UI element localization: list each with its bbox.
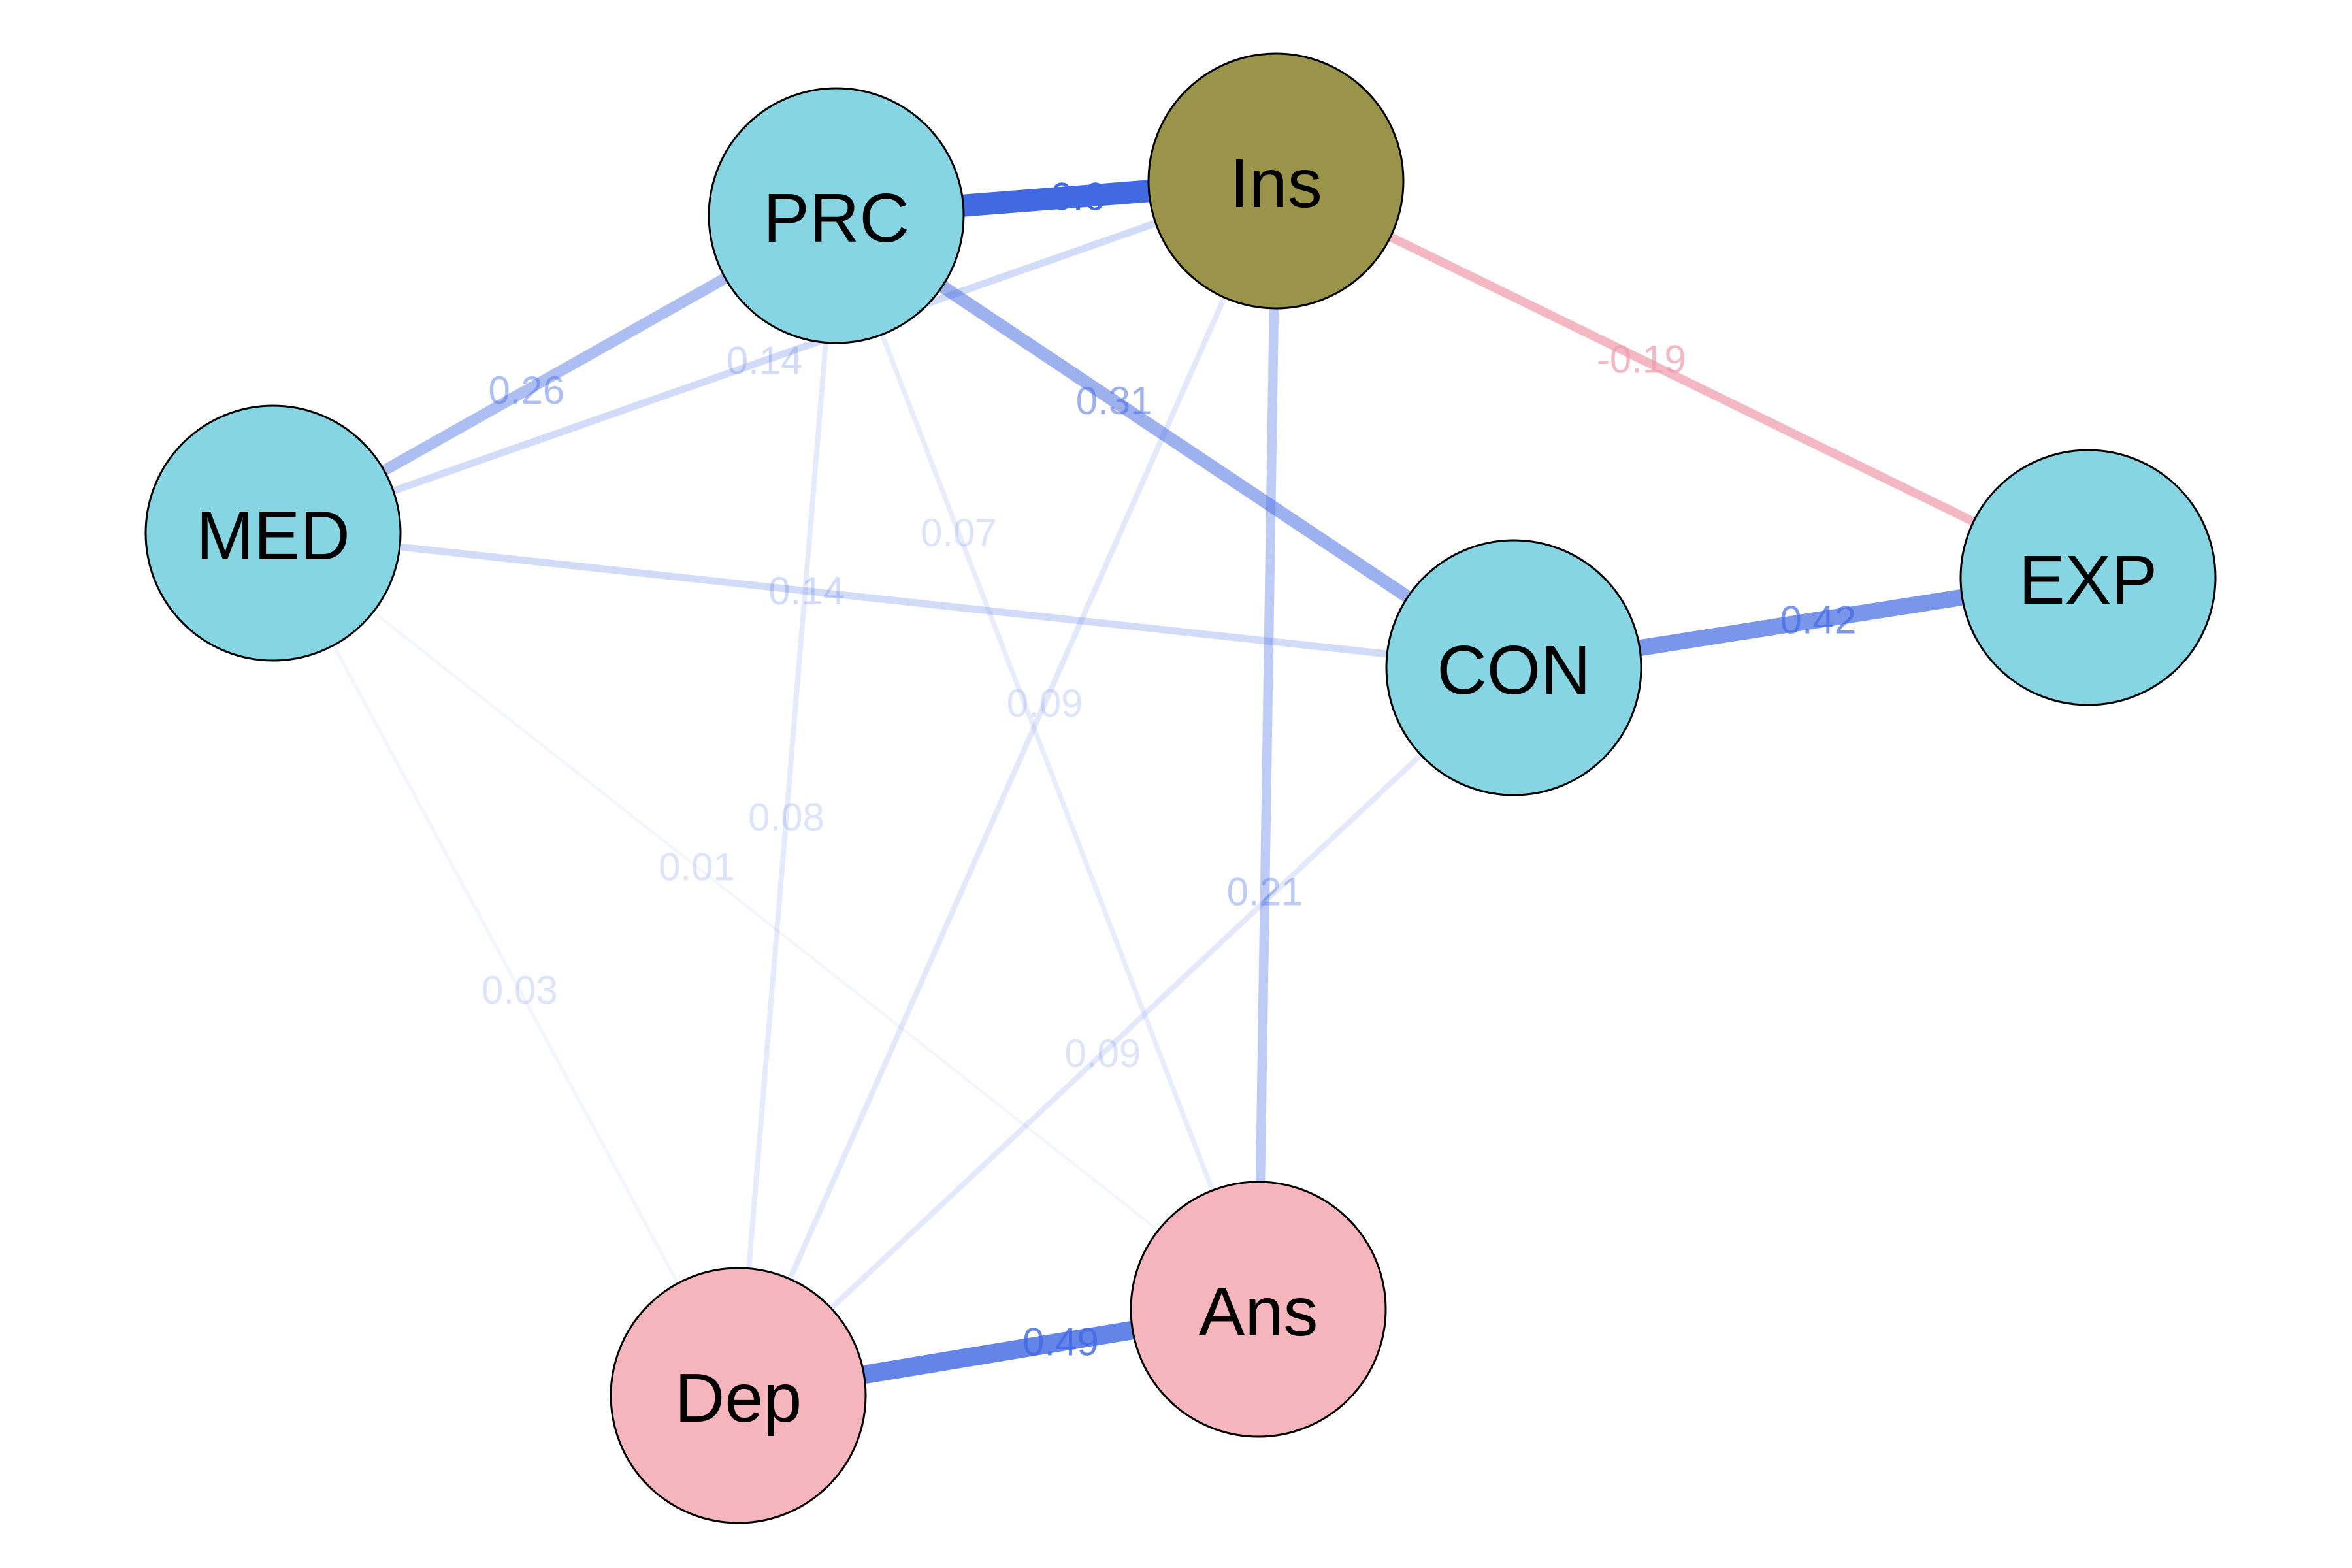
- edge-ins-exp: [1274, 176, 2090, 582]
- edge-label-med-ans: 0.01: [659, 845, 735, 889]
- edge-label-med-dep: 0.03: [482, 968, 558, 1012]
- edge-label-prc-con: 0.31: [1076, 379, 1152, 423]
- edge-med-dep: [271, 532, 740, 1397]
- node-circle-med: [144, 404, 402, 662]
- edge-label-prc-ans: 0.07: [921, 511, 997, 555]
- edge-label-med-ins: 0.14: [727, 338, 803, 382]
- edge-ins-ans: [1253, 180, 1281, 1310]
- edge-med-ans: [272, 532, 1260, 1311]
- edge-med-ins: [272, 177, 1277, 537]
- node-circle-dep: [610, 1267, 867, 1524]
- node-ins: Ins: [1147, 52, 1405, 310]
- node-med: MED: [144, 404, 402, 662]
- edge-label-dep-ans: 0.49: [1022, 1320, 1099, 1364]
- edge-label-med-prc: 0.26: [489, 368, 565, 412]
- edge-label-prc-ins: 0.6: [1051, 174, 1105, 218]
- node-label-med: MED: [196, 497, 350, 574]
- edge-ins-dep: [736, 180, 1279, 1397]
- edge-label-med-con: 0.14: [768, 569, 845, 613]
- edge-labels-layer: 0.01 0.03 0.07 0.08 0.09 0.09 0.14 0.14 -0.19 0.2…: [482, 174, 1856, 1364]
- node-ans: Ans: [1130, 1181, 1387, 1438]
- edge-con-dep: [736, 665, 1516, 1398]
- node-label-exp: EXP: [2019, 542, 2157, 619]
- node-circle-prc: [708, 87, 965, 344]
- edge-label-ins-dep: 0.09: [1007, 681, 1083, 725]
- node-label-prc: PRC: [763, 180, 909, 257]
- node-con: CON: [1385, 539, 1642, 796]
- node-label-ans: Ans: [1199, 1273, 1318, 1350]
- edge-label-con-dep: 0.09: [1064, 1032, 1141, 1075]
- node-dep: Dep: [610, 1267, 867, 1524]
- edge-med-con: [272, 529, 1514, 672]
- edge-label-prc-dep: 0.08: [748, 796, 825, 840]
- node-label-con: CON: [1437, 632, 1591, 709]
- node-prc: PRC: [708, 87, 965, 344]
- node-circle-exp: [1959, 449, 2217, 706]
- node-exp: EXP: [1959, 449, 2217, 706]
- edge-prc-dep: [736, 215, 839, 1396]
- edge-prc-con: [832, 210, 1518, 674]
- edge-label-con-exp: 0.42: [1780, 598, 1856, 642]
- edge-label-ins-exp: -0.19: [1597, 338, 1686, 382]
- node-circle-con: [1385, 539, 1642, 796]
- edge-label-ins-ans: 0.21: [1227, 870, 1303, 914]
- node-label-dep: Dep: [675, 1360, 802, 1437]
- node-label-ins: Ins: [1230, 145, 1322, 222]
- edge-prc-ans: [834, 214, 1261, 1311]
- node-circle-ans: [1130, 1181, 1387, 1438]
- node-circle-ins: [1147, 52, 1405, 310]
